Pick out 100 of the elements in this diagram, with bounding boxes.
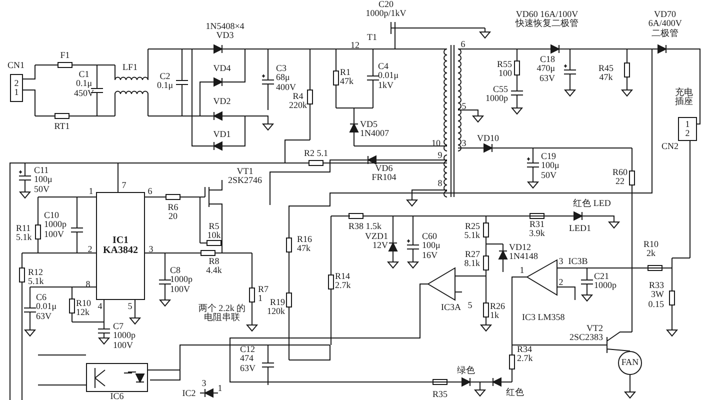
pin-number: 9 — [438, 151, 442, 160]
component-label: 充电插座 — [674, 88, 694, 107]
connector-block — [678, 117, 697, 141]
pin-number: 3 — [202, 379, 206, 388]
component-label: R19 120k — [267, 298, 285, 317]
component-label: R5 10k — [207, 222, 221, 241]
component-label: C10 1000p 100V — [44, 211, 66, 240]
component-label: VD12 1N4148 — [509, 243, 538, 262]
pin-number: 6 — [460, 40, 466, 50]
component-label: R6 20 — [168, 203, 178, 222]
component-label: VT1 2SK2746 — [228, 167, 262, 186]
component-label: C7 1000p 100V — [113, 322, 136, 350]
component-label: R16 47k — [297, 235, 312, 254]
pin-number: 2 — [558, 278, 564, 288]
component-label: VD5 1N4007 — [360, 120, 389, 139]
component-label: C11 100μ 50V — [34, 166, 52, 194]
component-label: R34 2.7k — [517, 345, 533, 364]
component-label: 两个 2.2k 的电阻串联 — [198, 304, 246, 323]
pin-number: 3 — [462, 139, 466, 148]
component-label: R27 8.1k — [464, 250, 480, 269]
component-label: R7 1 — [258, 285, 269, 304]
component-label: C60 100μ 16V — [422, 232, 440, 260]
component-label: R33 3W 0.15 — [648, 281, 664, 310]
pin-number: 1 — [218, 384, 222, 394]
component-label: C20 1000p/1kV — [366, 0, 406, 19]
component-label: T1 — [367, 33, 377, 42]
pin-number: 3 — [148, 245, 154, 254]
component-label: IC6 — [110, 392, 124, 400]
component-label: 绿色 — [457, 366, 475, 376]
component-label: CN2 — [662, 142, 678, 152]
pin-number: 1 — [520, 266, 524, 276]
component-label: CN1 — [8, 61, 24, 70]
component-label: C18 470μ 63V — [536, 55, 555, 84]
component-label: 1N5408×4 VD3 — [206, 22, 244, 41]
component-label: R35 — [432, 390, 448, 400]
component-label: C2 0.1μ — [156, 72, 174, 91]
component-label: C55 1000p — [486, 85, 508, 104]
component-label: IC3A — [441, 303, 461, 312]
chip-label: IC1 — [112, 236, 129, 246]
pin-number: 2 — [685, 129, 690, 138]
component-label: F1 — [60, 51, 70, 60]
pin-number: 1 — [14, 88, 19, 98]
pin-number: 2 — [14, 78, 19, 88]
component-label: R10 2k — [644, 240, 658, 259]
pin-number: 12 — [350, 41, 360, 50]
component-label: R11 5.1k — [16, 224, 32, 243]
pin-number: 1 — [685, 120, 690, 129]
component-label: C19 100μ 50V — [541, 152, 560, 180]
component-label: C21 1000p — [594, 272, 616, 291]
component-label: R31 3.9k — [529, 220, 545, 239]
component-label: R55 100 — [496, 60, 512, 79]
component-label: R10 12k — [76, 299, 92, 318]
component-label: VZD1 12V — [365, 232, 388, 251]
component-label: R26 1k — [490, 302, 506, 321]
chip-label: KA3842 — [103, 246, 138, 256]
component-label: VD10 — [477, 134, 499, 144]
pin-number: 4 — [98, 302, 102, 312]
pin-number: 5 — [462, 102, 466, 112]
pin-number: 5 — [468, 301, 472, 310]
connector-block — [10, 74, 23, 102]
component-label: C1 0.1μ 450V — [74, 70, 94, 98]
component-label: LED1 — [569, 224, 591, 234]
component-label: IC3 LM358 — [522, 313, 565, 322]
component-label: R12 5.1k — [28, 268, 44, 287]
component-label: VD70 6A/400V 二极管 — [648, 10, 682, 38]
component-label: R38 1.5k — [348, 222, 382, 232]
component-label: VT2 2SC2383 — [569, 324, 603, 343]
fan-motor — [618, 351, 642, 375]
component-label: C3 68μ 400V — [276, 64, 296, 92]
pin-number: 5 — [128, 302, 132, 312]
component-label: C8 1000p 100V — [170, 266, 192, 294]
fan-label: FAN — [621, 358, 639, 368]
component-label: C12 474 63V — [240, 345, 256, 374]
component-label: RT1 — [54, 122, 70, 132]
pin-number: 6 — [148, 187, 152, 196]
component-label: R4 220k — [289, 92, 307, 111]
component-label: LF1 — [122, 63, 138, 72]
pin-number: 7 — [122, 181, 126, 190]
component-label: C6 0.01μ 63V — [36, 293, 57, 322]
pin-number: 1 — [88, 187, 94, 196]
pin-number: 2 — [88, 245, 92, 254]
component-label: R2 5.1 — [304, 149, 328, 158]
component-label: R45 47k — [598, 64, 614, 83]
component-label: R14 2.7k — [335, 272, 351, 291]
pin-number: 8 — [438, 179, 442, 188]
component-label: C4 0.01μ 1kV — [378, 62, 399, 90]
component-label: 红色 LED — [573, 199, 611, 208]
component-label: VD1 — [213, 130, 231, 140]
component-label: VD60 16A/100V 快速恢复二极管 — [516, 10, 578, 29]
pin-number: 3 — [558, 257, 564, 266]
component-label: IC2 — [182, 389, 196, 398]
component-label: R1 47k — [340, 68, 354, 87]
component-label: IC3B — [568, 257, 588, 266]
ic-chip — [96, 192, 145, 300]
optocoupler-box — [86, 363, 148, 392]
component-label: R25 5.1k — [464, 222, 480, 241]
component-label: VD6 FR104 — [372, 164, 396, 183]
component-label: R8 4.4k — [206, 257, 222, 276]
component-label: 红色 — [506, 388, 524, 398]
component-label: VD4 — [213, 64, 231, 74]
